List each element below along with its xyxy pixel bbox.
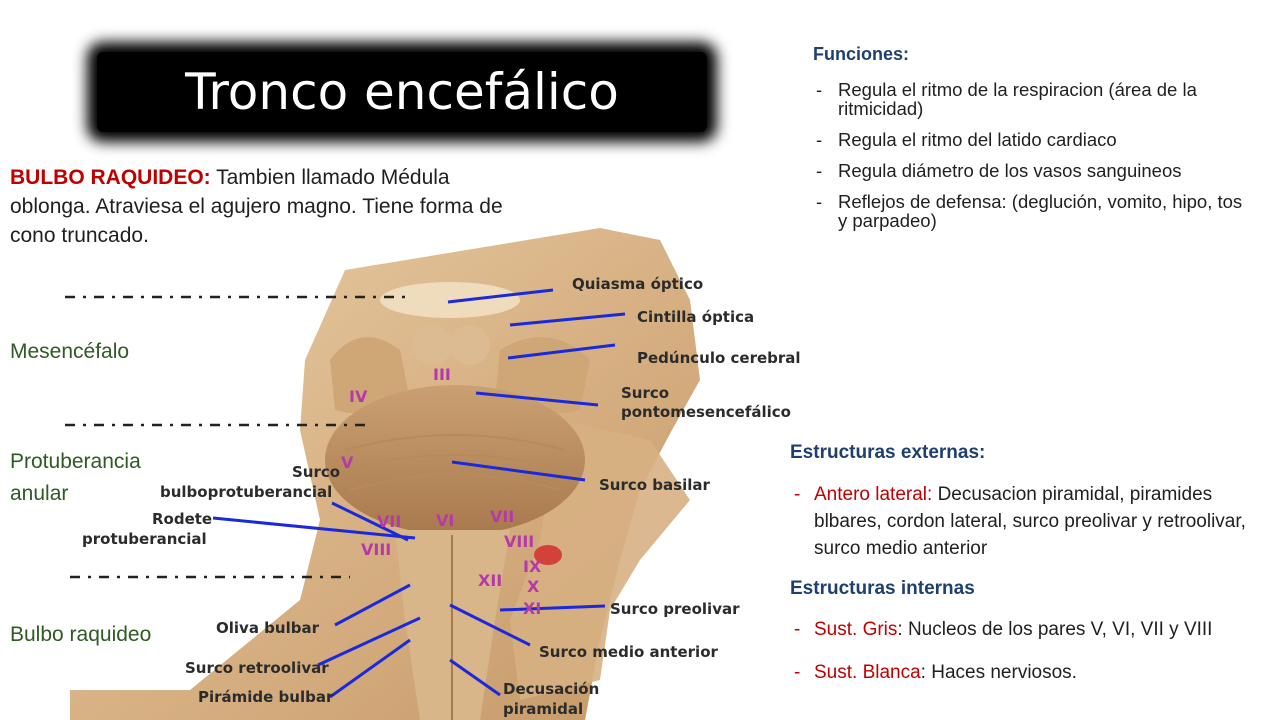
externas-text: Decusacion piramidal, piramides blbares,… bbox=[814, 484, 1246, 559]
label-decusacion-2: piramidal bbox=[503, 700, 583, 718]
externas-item: Antero lateral: Decusacion piramidal, pi… bbox=[790, 481, 1278, 562]
nerve-V: V bbox=[341, 453, 354, 472]
internas-item: Sust. Gris: Nucleos de los pares V, VI, … bbox=[790, 616, 1278, 643]
externas-heading: Estructuras externas: bbox=[790, 442, 986, 463]
label-decusacion-1: Decusación bbox=[503, 680, 599, 698]
label-rodete-1: Rodete bbox=[152, 510, 212, 528]
pons-fibers bbox=[344, 434, 566, 491]
nerve-VI: VI bbox=[436, 511, 454, 530]
pons-shape bbox=[325, 385, 585, 535]
funcion-item: Reflejos de defensa: (deglución, vomito,… bbox=[812, 192, 1252, 230]
funcion-item: Regula diámetro de los vasos sanguineos bbox=[812, 161, 1252, 180]
nerve-VIII-left: VIII bbox=[361, 540, 391, 559]
externas-list: Antero lateral: Decusacion piramidal, pi… bbox=[790, 481, 1278, 562]
title-banner: Tronco encefálico bbox=[97, 52, 707, 132]
red-vessel bbox=[534, 545, 562, 565]
internas-term: Sust. Blanca bbox=[814, 662, 921, 683]
nerve-VII-right: VII bbox=[490, 507, 514, 526]
nerve-III: III bbox=[433, 365, 451, 384]
optic-chiasm-shape bbox=[380, 282, 520, 318]
nerve-IX: IX bbox=[523, 557, 542, 576]
label-oliva: Oliva bulbar bbox=[216, 619, 320, 637]
label-surco-pm-1: Surco bbox=[621, 384, 669, 402]
level-mesencefalo: Mesencéfalo bbox=[10, 340, 130, 363]
level-protuberancia: Protuberancia bbox=[10, 450, 141, 473]
pointer-lines bbox=[212, 288, 626, 699]
nerve-VIII-right: VIII bbox=[504, 532, 534, 551]
level-bulbo: Bulbo raquideo bbox=[10, 623, 152, 646]
nerve-XII: XII bbox=[478, 571, 502, 590]
label-surco-bp-1: Surco bbox=[292, 463, 340, 481]
funcion-item: Regula el ritmo del latido cardiaco bbox=[812, 130, 1252, 149]
mammillary-right bbox=[450, 325, 490, 365]
funciones-list: Regula el ritmo de la respiracion (área … bbox=[812, 80, 1252, 242]
label-surco-pm-2: pontomesencefálico bbox=[621, 403, 791, 421]
nerve-VII-left: VII bbox=[377, 512, 401, 531]
internas-text: : Nucleos de los pares V, VI, VII y VIII bbox=[897, 619, 1213, 640]
label-surco-bp-2: bulboprotuberancial bbox=[160, 483, 332, 501]
funcion-item: Regula el ritmo de la respiracion (área … bbox=[812, 80, 1252, 118]
mammillary-left bbox=[412, 325, 452, 365]
intro-term: BULBO RAQUIDEO: bbox=[10, 166, 211, 189]
label-piramide: Pirámide bulbar bbox=[198, 688, 334, 706]
label-pedunculo: Pedúnculo cerebral bbox=[637, 349, 801, 367]
externas-term: Antero lateral: bbox=[814, 484, 933, 505]
nerve-XI: XI bbox=[523, 599, 541, 618]
intro-paragraph: BULBO RAQUIDEO: Tambien llamado Médula o… bbox=[10, 163, 510, 250]
label-quiasma: Quiasma óptico bbox=[572, 275, 703, 293]
peduncle-left bbox=[330, 337, 410, 414]
internas-heading: Estructuras internas bbox=[790, 578, 975, 599]
page-title: Tronco encefálico bbox=[185, 63, 619, 121]
internas-item: Sust. Blanca: Haces nerviosos. bbox=[790, 659, 1278, 686]
internas-list: Sust. Gris: Nucleos de los pares V, VI, … bbox=[790, 616, 1278, 686]
intro-text: Tambien llamado Médula oblonga. Atravies… bbox=[10, 166, 503, 247]
internas-term: Sust. Gris bbox=[814, 619, 898, 640]
level-anular: anular bbox=[10, 482, 69, 505]
funciones-heading: Funciones: bbox=[813, 44, 910, 64]
label-surco-retro: Surco retroolivar bbox=[185, 659, 329, 677]
nerve-X: X bbox=[527, 577, 540, 596]
internas-text: : Haces nerviosos. bbox=[920, 662, 1077, 683]
label-cintilla: Cintilla óptica bbox=[637, 308, 754, 326]
label-surco-medio: Surco medio anterior bbox=[539, 643, 718, 661]
label-surco-preolivar: Surco preolivar bbox=[610, 600, 740, 618]
label-rodete-2: protuberancial bbox=[82, 530, 207, 548]
label-surco-basilar: Surco basilar bbox=[599, 476, 710, 494]
nerve-IV: IV bbox=[349, 387, 368, 406]
